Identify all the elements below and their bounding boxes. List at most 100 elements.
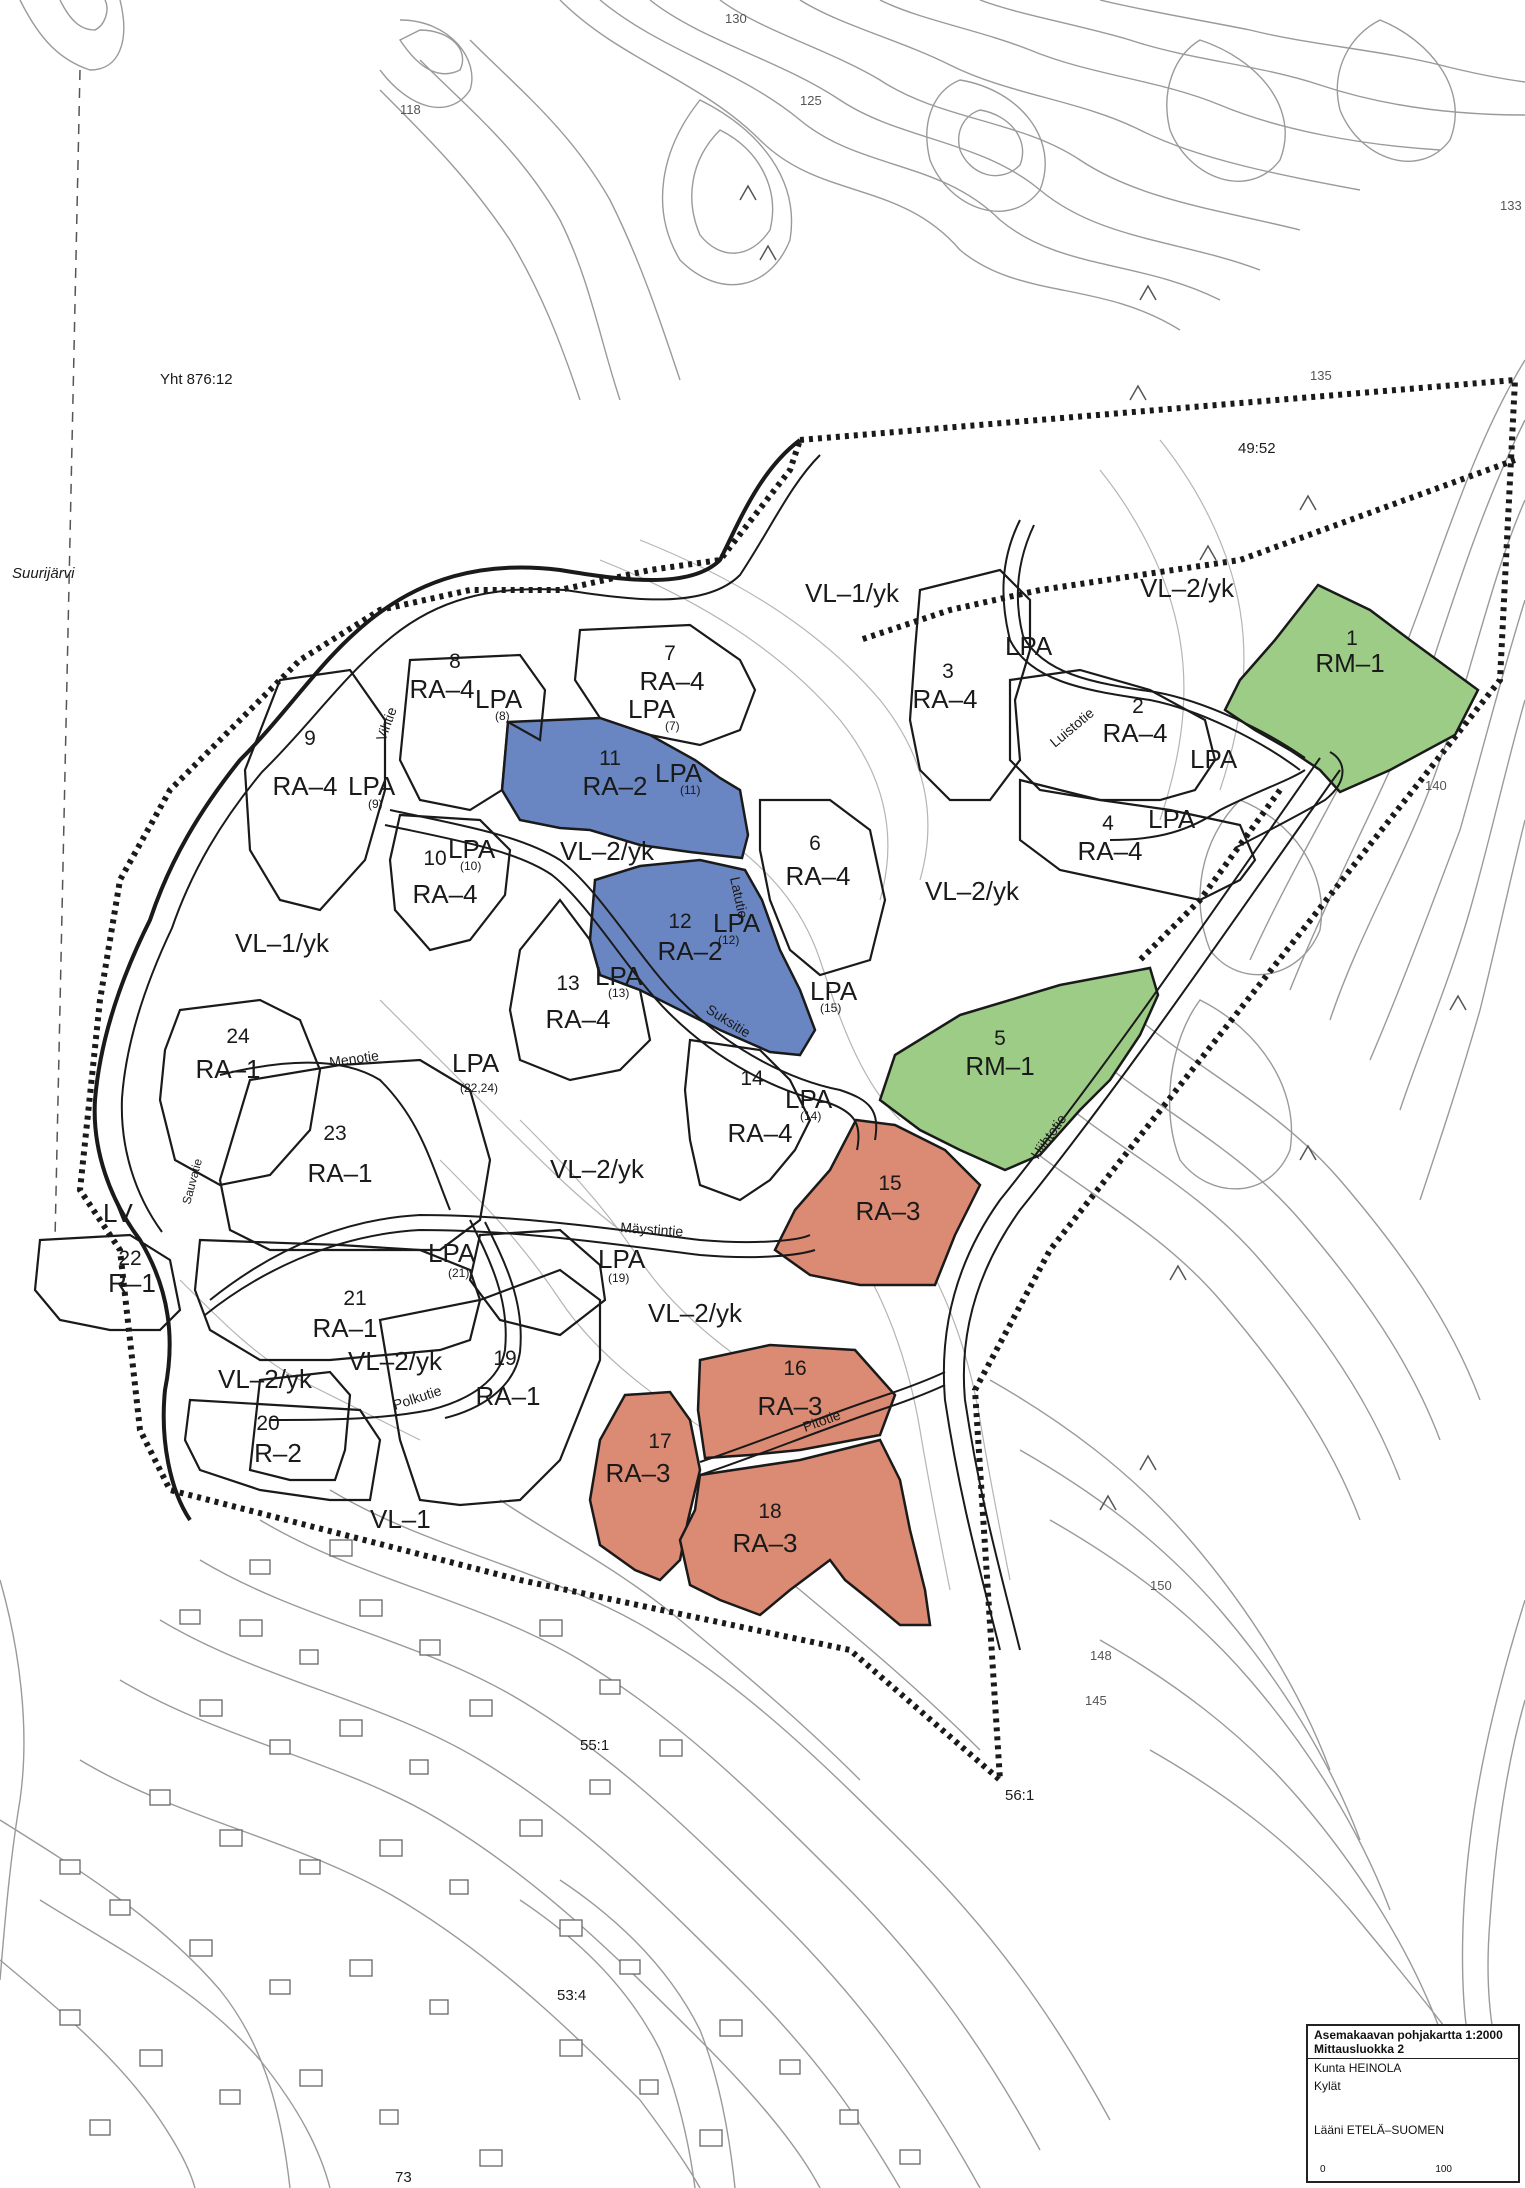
- area-2-code: RA–4: [1102, 718, 1167, 748]
- zone-label-vl1-north: VL–1/yk: [805, 578, 900, 608]
- area-6-number: 6: [809, 832, 821, 855]
- register-label-yht: Yht 876:12: [160, 371, 233, 388]
- lpa-10-id: (10): [460, 859, 481, 873]
- elevation-label-118: 118: [400, 102, 421, 117]
- area-19-code: RA–1: [475, 1381, 540, 1411]
- register-label-53-4: 53:4: [557, 1987, 586, 2004]
- zone-label-vl1-west: VL–1/yk: [235, 928, 330, 958]
- elevation-label-150: 150: [1150, 1578, 1172, 1593]
- area-10-code: RA–4: [412, 879, 477, 909]
- title-block-province: Lääni ETELÄ–SUOMEN: [1314, 2123, 1445, 2137]
- area-9-number: 9: [304, 727, 316, 750]
- lpa-13-id: (13): [608, 986, 629, 1000]
- scale-start: 0: [1320, 2164, 1326, 2175]
- lpa-7: LPA: [628, 694, 676, 724]
- area-4-code: RA–4: [1077, 836, 1142, 866]
- area-13-number: 13: [556, 972, 579, 995]
- area-10-number: 10: [423, 847, 446, 870]
- area-19-number: 19: [493, 1347, 516, 1370]
- scale-end: 100: [1435, 2164, 1452, 2175]
- road-label-menotie: Menotie: [328, 1047, 380, 1070]
- lake-name-label: Suurijärvi: [12, 565, 75, 582]
- area-7-code: RA–4: [639, 666, 704, 696]
- area-16-number: 16: [783, 1357, 806, 1380]
- area-23-code: RA–1: [307, 1158, 372, 1188]
- zone-5-green: [878, 966, 1160, 1172]
- area-22-code: R–1: [108, 1268, 156, 1298]
- parcel-outlines: [33, 568, 1257, 1507]
- elevation-label-135: 135: [1310, 368, 1332, 383]
- lpa-14-id: (14): [800, 1109, 821, 1123]
- elevation-label-140: 140: [1425, 778, 1447, 793]
- area-labels: 1 RM–1 2 RA–4 3 RA–4 4 RA–4 5 RM–1 6 RA–…: [108, 627, 1385, 1558]
- area-18-code: RA–3: [732, 1528, 797, 1558]
- lpa-11-id: (11): [680, 783, 700, 797]
- area-17-code: RA–3: [605, 1458, 670, 1488]
- register-label-55-1: 55:1: [580, 1737, 609, 1754]
- register-label-73: 73: [395, 2169, 412, 2186]
- area-11-code: RA–2: [582, 771, 647, 801]
- road-label-luistotie: Luistotie: [1047, 704, 1097, 750]
- elevation-label-145: 145: [1085, 1693, 1107, 1708]
- area-20-number: 20: [256, 1412, 279, 1435]
- title-block-heading: Asemakaavan pohjakartta 1:2000 Mittauslu…: [1308, 2026, 1518, 2059]
- title-block-municipality: Kunta HEINOLA: [1314, 2061, 1402, 2075]
- area-2-number: 2: [1132, 695, 1144, 718]
- title-block-line2: Mittausluokka 2: [1314, 2042, 1405, 2056]
- lpa-2: LPA: [1005, 631, 1053, 661]
- lpa-10: LPA: [448, 834, 496, 864]
- area-17-number: 17: [648, 1430, 671, 1453]
- lpa-15-id: (15): [820, 1001, 841, 1015]
- lpa-7-id: (7): [665, 719, 680, 733]
- area-24-code: RA–1: [195, 1054, 260, 1084]
- lpa-labels: LPA (8) LPA (7) LPA (9) LPA (10) LPA (11…: [348, 631, 1238, 1285]
- area-8-code: RA–4: [409, 674, 474, 704]
- zone-1-green: [1223, 583, 1480, 794]
- lpa-3: LPA: [1190, 744, 1238, 774]
- area-21-code: RA–1: [312, 1313, 377, 1343]
- zone-16-red: [696, 1343, 897, 1460]
- existing-buildings: [59, 1539, 921, 2167]
- zone-labels: VL–1/yk VL–2/yk VL–1/yk VL–2/yk VL–2/yk …: [103, 573, 1235, 1534]
- lpa-21-id: (21): [448, 1266, 469, 1280]
- lpa-13: LPA: [595, 961, 643, 991]
- zone-label-vl2-center: VL–2/yk: [560, 836, 655, 866]
- shoreline: [92, 438, 802, 1522]
- area-14-code: RA–4: [727, 1118, 792, 1148]
- area-4-number: 4: [1102, 812, 1114, 835]
- zone-label-vl2-middle: VL–2/yk: [550, 1154, 645, 1184]
- zone-label-vl1-south: VL–1: [370, 1504, 431, 1534]
- area-12-code: RA–2: [657, 936, 722, 966]
- zone-17-red: [588, 1390, 702, 1582]
- lpa-19-id: (19): [608, 1271, 629, 1285]
- elevation-label-133: 133: [1500, 198, 1522, 213]
- property-line-west: [54, 69, 81, 1241]
- lpa-19: LPA: [598, 1244, 646, 1274]
- title-block-villages: Kylät: [1314, 2079, 1341, 2093]
- plan-boundary: [76, 376, 1519, 1787]
- lpa-22-24-id: (22,24): [460, 1081, 498, 1095]
- colored-zones: [500, 583, 1480, 1627]
- area-23-number: 23: [323, 1122, 346, 1145]
- elevation-labels: 130 125 135 140 150 145 148 118 133: [400, 11, 1522, 1708]
- area-22-number: 22: [118, 1247, 141, 1270]
- lpa-15: LPA: [810, 976, 858, 1006]
- title-block-scale: 0 100: [1314, 2162, 1512, 2177]
- area-1-code: RM–1: [1315, 648, 1384, 678]
- area-16-code: RA–3: [757, 1391, 822, 1421]
- lpa-14: LPA: [785, 1084, 833, 1114]
- area-7-number: 7: [664, 642, 676, 665]
- lpa-8: LPA: [475, 684, 523, 714]
- lpa-12: LPA: [713, 908, 761, 938]
- area-1-number: 1: [1346, 627, 1358, 650]
- zone-11-blue: [500, 716, 750, 860]
- area-24-number: 24: [226, 1025, 250, 1048]
- lpa-9: LPA: [348, 771, 396, 801]
- area-14-number: 14: [740, 1067, 764, 1090]
- zone-label-vl2-south: VL–2/yk: [648, 1298, 743, 1328]
- zone-label-lv: LV: [103, 1198, 134, 1228]
- area-9-code: RA–4: [272, 771, 337, 801]
- elevation-label-130: 130: [725, 11, 747, 26]
- area-15-code: RA–3: [855, 1196, 920, 1226]
